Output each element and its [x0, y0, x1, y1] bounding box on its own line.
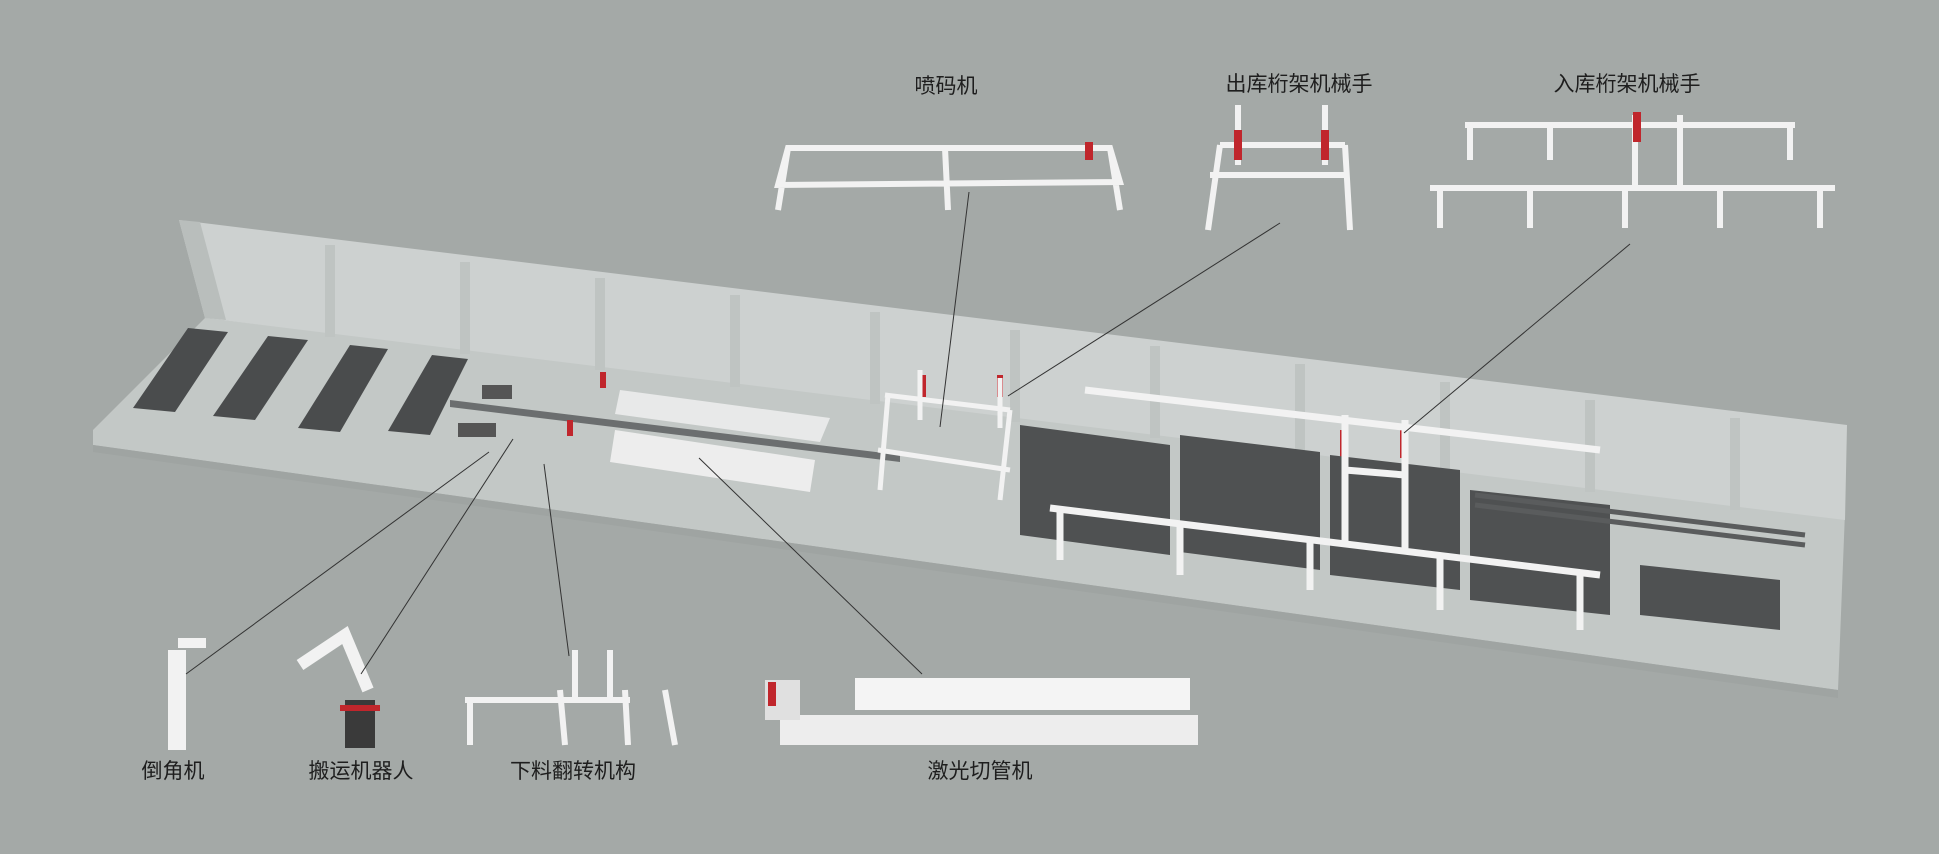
- inbound-gantry-scene: [1049, 386, 1601, 630]
- unloading-flip-illustration: [465, 650, 678, 746]
- leader-lines: [185, 191, 1631, 675]
- laser-cutter-illustration: [765, 678, 1198, 745]
- inbound-gantry-illustration: [1430, 112, 1835, 228]
- floor-edge: [93, 445, 1838, 698]
- wall-left-end: [179, 220, 226, 320]
- chamfering-machine-illustration: [168, 638, 206, 750]
- label-outbound-gantry: 出库桁架机械手: [1225, 72, 1373, 96]
- outfeed-conveyor: [1474, 492, 1806, 548]
- leader-chamfer: [185, 451, 490, 675]
- outbound-gantry-illustration: [1205, 105, 1353, 231]
- leader-flip: [543, 463, 570, 657]
- label-unloading-flip: 下料翻转机构: [510, 759, 636, 783]
- leader-laser: [698, 457, 923, 675]
- material-racks-left: [133, 328, 468, 435]
- inkjet-printer-illustration: [774, 142, 1124, 211]
- leader-outbound: [1007, 222, 1281, 397]
- label-inkjet-printer: 喷码机: [914, 74, 978, 98]
- leader-inkjet: [939, 191, 970, 428]
- conveyor-line: [450, 385, 900, 492]
- leader-inbound: [1403, 243, 1631, 434]
- outbound-gantry-scene: [877, 370, 1013, 501]
- label-laser-tube-cutter: 激光切管机: [927, 759, 1033, 783]
- label-chamfering-machine: 倒角机: [141, 759, 205, 783]
- wall-pillars: [325, 245, 1740, 510]
- handling-robot-illustration: [296, 625, 380, 748]
- leader-robot: [360, 438, 514, 675]
- label-inbound-gantry: 入库桁架机械手: [1553, 72, 1701, 96]
- label-handling-robot: 搬运机器人: [308, 759, 414, 783]
